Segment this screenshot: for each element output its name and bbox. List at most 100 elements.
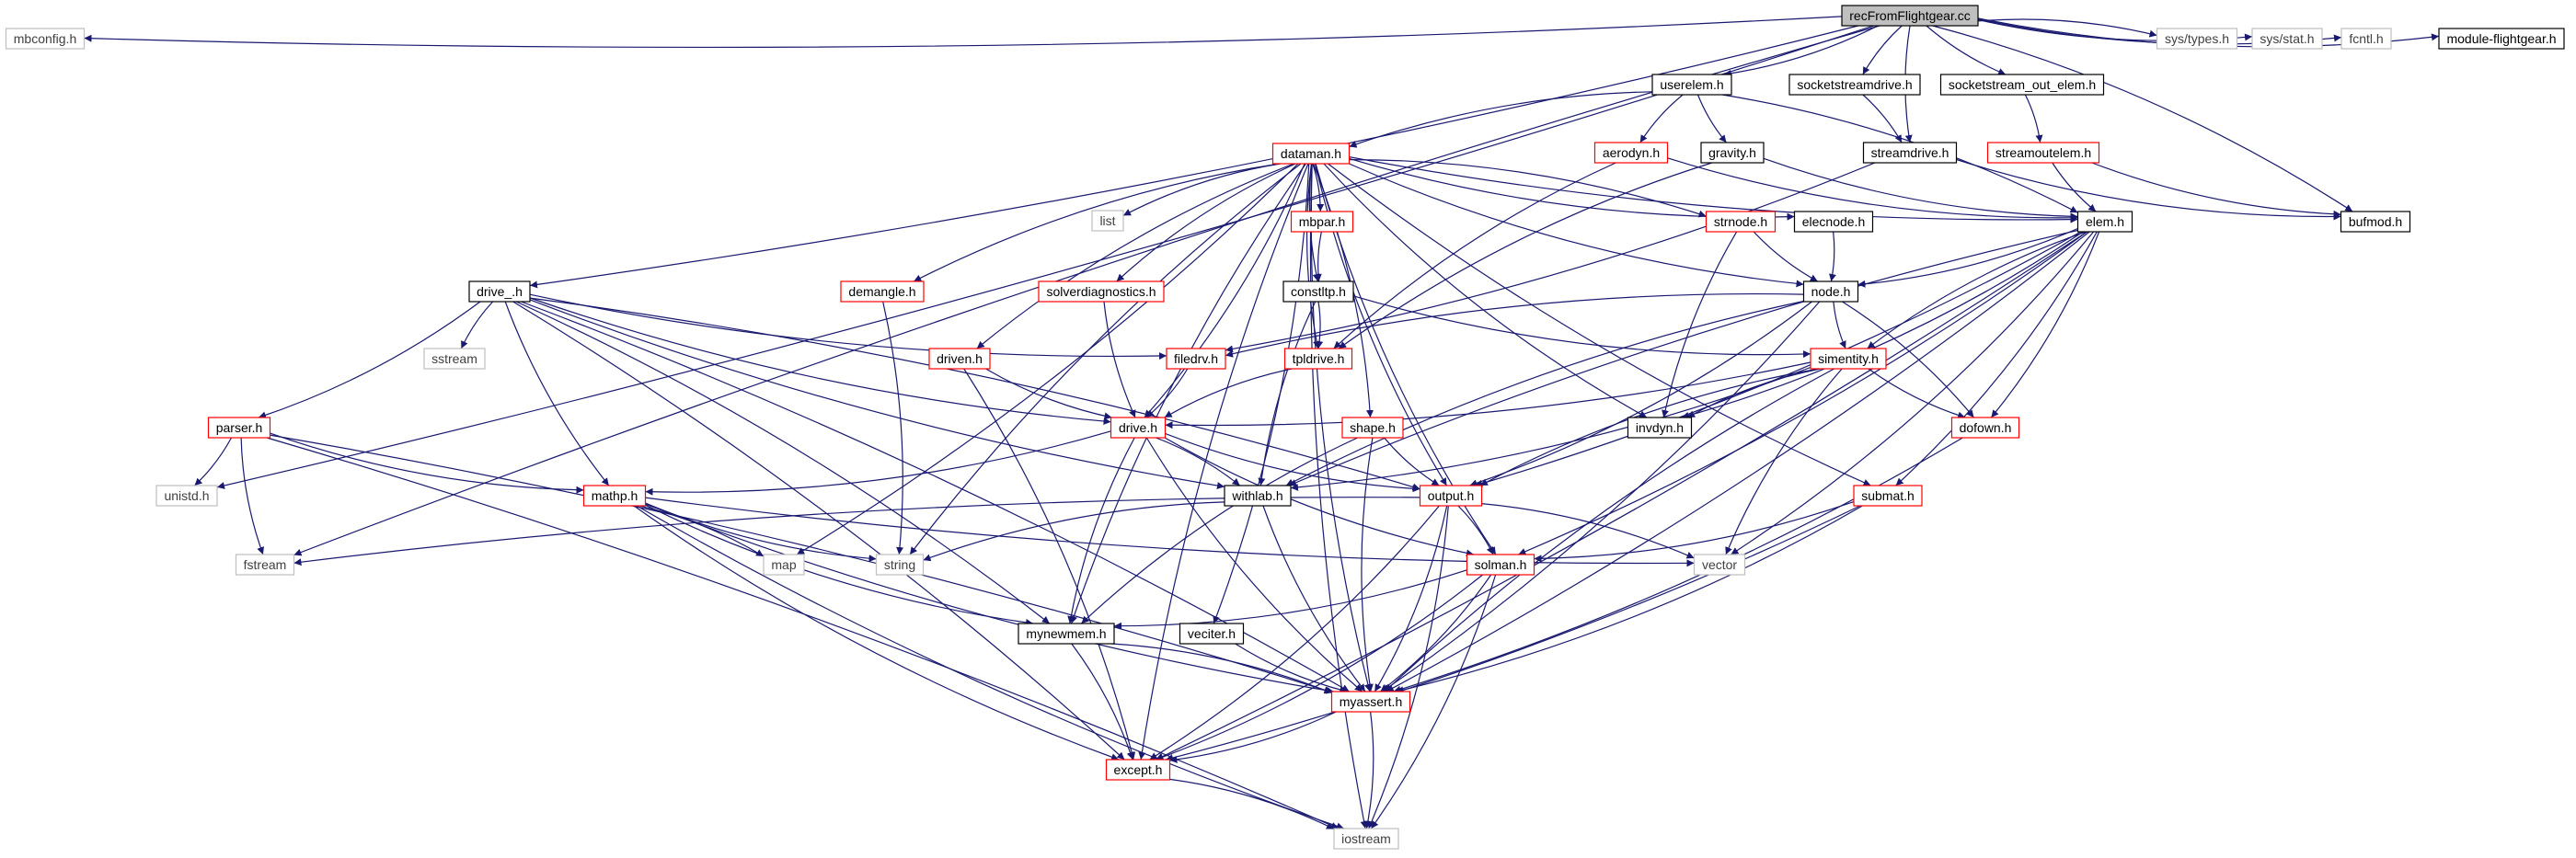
node-box-simentity: [1810, 348, 1887, 370]
node-dofown[interactable]: dofown.h: [1950, 417, 2020, 439]
node-veciter[interactable]: veciter.h: [1179, 623, 1245, 645]
edge-driven-to-drive: [985, 368, 1112, 420]
edge-solman-to-except: [1156, 574, 1483, 761]
node-box-elem: [2076, 211, 2133, 233]
edge-mynewmem-to-except: [1071, 643, 1134, 761]
node-demangle[interactable]: demangle.h: [840, 280, 925, 303]
node-box-streamdrive: [1862, 142, 1958, 164]
node-strnode[interactable]: strnode.h: [1705, 211, 1777, 233]
node-box-bufmod: [2340, 211, 2411, 233]
edge-dataman-to-myassert: [1310, 163, 1372, 692]
node-label-list: list: [1099, 213, 1115, 228]
node-label-fstream: fstream: [244, 557, 287, 572]
node-box-veciter: [1179, 623, 1245, 645]
node-root[interactable]: recFromFlightgear.cc: [1841, 5, 1979, 27]
node-constltp[interactable]: constltp.h: [1282, 280, 1354, 303]
node-box-withlab: [1224, 485, 1292, 507]
node-userelem[interactable]: userelem.h: [1651, 74, 1732, 96]
edge-drive_-to-except: [512, 301, 1125, 761]
node-modfg[interactable]: module-flightgear.h: [2438, 28, 2565, 50]
edge-drive_-to-parser: [258, 301, 481, 419]
node-output[interactable]: output.h: [1419, 485, 1483, 507]
node-solverdiag[interactable]: solverdiagnostics.h: [1038, 280, 1165, 303]
node-box-elecnode: [1793, 211, 1874, 233]
node-box-socketstreamdrive: [1788, 74, 1921, 96]
edge-userelem-to-aerodyn: [1639, 94, 1684, 143]
edge-root-to-mbconfig: [84, 16, 1843, 49]
edge-constltp-to-simentity: [1352, 295, 1811, 359]
node-gravity[interactable]: gravity.h: [1700, 142, 1765, 164]
node-label-elem: elem.h: [2086, 214, 2124, 229]
node-drive[interactable]: drive.h: [1110, 417, 1167, 439]
node-box-myassert: [1330, 691, 1411, 713]
edge-myassert-to-except: [1169, 711, 1337, 763]
edge-dataman-to-mynewmem: [1070, 163, 1306, 624]
node-box-fstream: [235, 554, 295, 576]
edge-dataman-to-elem: [1349, 156, 2078, 223]
edge-elem-to-vector: [1731, 231, 2095, 555]
node-elecnode[interactable]: elecnode.h: [1793, 211, 1874, 233]
edge-elem-to-node: [1857, 227, 2078, 288]
edge-streamoutelem-to-bufmod: [2091, 162, 2341, 218]
node-mbpar[interactable]: mbpar.h: [1290, 211, 1354, 233]
node-socketstream_out_elem[interactable]: socketstream_out_elem.h: [1939, 74, 2105, 96]
node-label-mbconfig: mbconfig.h: [14, 31, 76, 46]
node-elem[interactable]: elem.h: [2076, 211, 2133, 233]
edge-aerodyn-to-elem: [1667, 157, 2078, 222]
node-submat[interactable]: submat.h: [1853, 485, 1923, 507]
node-dataman[interactable]: dataman.h: [1271, 143, 1351, 165]
node-label-simentity: simentity.h: [1818, 351, 1879, 366]
node-streamoutelem[interactable]: streamoutelem.h: [1986, 142, 2100, 164]
node-sstream: sstream: [423, 348, 486, 370]
node-label-userelem: userelem.h: [1660, 77, 1723, 92]
node-label-streamdrive: streamdrive.h: [1871, 145, 1949, 160]
node-label-drive: drive.h: [1119, 420, 1157, 435]
node-box-fcntl: [2340, 28, 2392, 50]
node-filedrv[interactable]: filedrv.h: [1166, 348, 1226, 370]
node-except[interactable]: except.h: [1105, 759, 1171, 781]
node-box-gravity: [1700, 142, 1765, 164]
node-vector: vector: [1693, 554, 1746, 576]
node-aerodyn[interactable]: aerodyn.h: [1593, 142, 1669, 164]
edge-constltp-to-withlab: [1258, 301, 1317, 486]
node-simentity[interactable]: simentity.h: [1810, 348, 1887, 370]
edge-solverdiag-to-drive: [1103, 301, 1136, 418]
edge-streamdrive-to-bufmod: [1956, 158, 2341, 221]
edge-solman-to-mynewmem: [1113, 569, 1467, 630]
node-mynewmem[interactable]: mynewmem.h: [1018, 623, 1115, 645]
edge-root-to-systypes: [1977, 18, 2157, 38]
node-layer: recFromFlightgear.ccmbconfig.hfstreamuni…: [5, 5, 2565, 850]
edge-mynewmem-to-myassert: [1111, 643, 1332, 694]
node-box-driven: [928, 348, 991, 370]
node-box-aerodyn: [1593, 142, 1669, 164]
edge-parser-to-unistd: [194, 437, 233, 486]
node-driven[interactable]: driven.h: [928, 348, 991, 370]
node-drive_[interactable]: drive_.h: [468, 280, 531, 303]
node-myassert[interactable]: myassert.h: [1330, 691, 1411, 713]
node-solman[interactable]: solman.h: [1466, 554, 1535, 576]
node-mathp[interactable]: mathp.h: [582, 485, 647, 507]
node-shape[interactable]: shape.h: [1341, 417, 1404, 439]
node-node[interactable]: node.h: [1802, 280, 1859, 303]
node-box-unistd: [155, 485, 218, 507]
edge-dataman-to-iostream: [1309, 163, 1368, 829]
node-box-map: [763, 554, 805, 576]
node-socketstreamdrive[interactable]: socketstreamdrive.h: [1788, 74, 1921, 96]
node-box-socketstream_out_elem: [1939, 74, 2105, 96]
node-label-shape: shape.h: [1350, 420, 1396, 435]
edge-myassert-to-iostream: [1364, 711, 1374, 829]
node-label-driven: driven.h: [937, 351, 983, 366]
node-withlab[interactable]: withlab.h: [1224, 485, 1292, 507]
node-label-bufmod: bufmod.h: [2349, 214, 2402, 229]
node-streamdrive[interactable]: streamdrive.h: [1862, 142, 1958, 164]
edge-node-to-output: [1469, 301, 1812, 487]
edge-root-to-socketstreamdrive: [1862, 25, 1903, 75]
node-bufmod[interactable]: bufmod.h: [2340, 211, 2411, 233]
node-label-withlab: withlab.h: [1231, 488, 1282, 503]
edge-drive-to-mathp: [645, 430, 1111, 496]
node-invdyn[interactable]: invdyn.h: [1627, 417, 1693, 439]
node-parser[interactable]: parser.h: [207, 417, 271, 439]
node-tpldrive[interactable]: tpldrive.h: [1283, 348, 1353, 370]
node-label-dofown: dofown.h: [1960, 420, 2012, 435]
node-box-userelem: [1651, 74, 1732, 96]
